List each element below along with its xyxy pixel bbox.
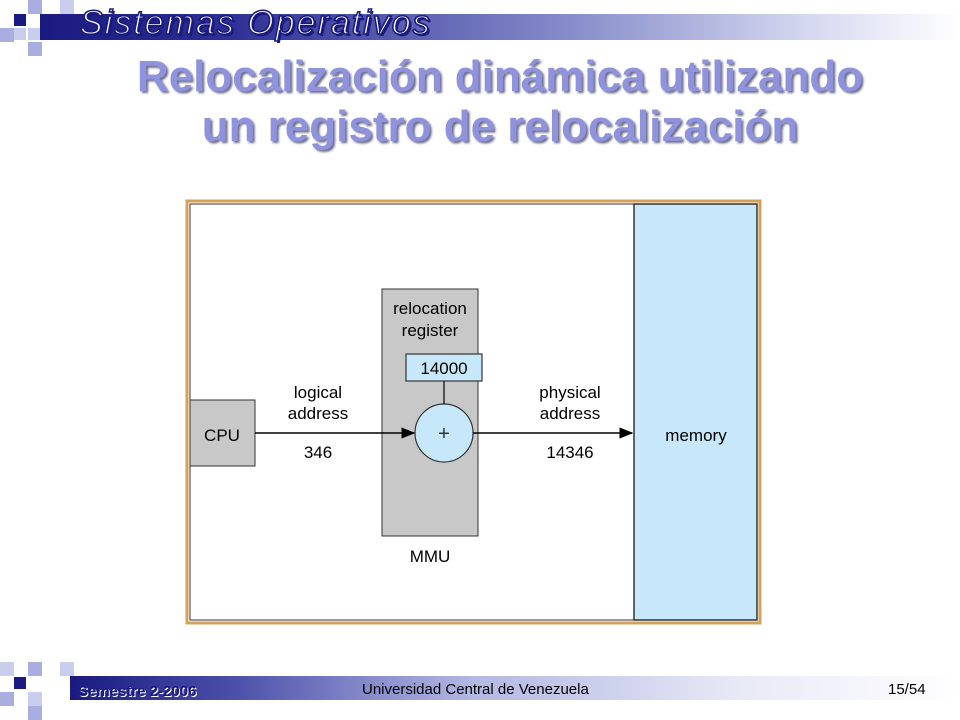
decor-square [0,662,14,676]
decor-square [60,662,74,676]
decor-square [28,0,42,14]
logical-label-line2: address [288,404,348,423]
decor-square [14,677,26,689]
slide-title-line1: Relocalización dinámica utilizando [136,52,864,101]
adder-symbol: + [438,423,450,445]
decor-square [14,28,26,40]
memory-label: memory [665,426,727,445]
reloc-value: 14000 [420,359,467,378]
reloc-value-box [405,353,483,382]
cpu-label: CPU [204,426,240,445]
reloc-label-line2: register [402,321,459,340]
header-title: Sistemas Operativos [79,3,432,43]
decor-square [0,28,14,42]
footer-semester: Semestre 2-2006 [78,683,197,700]
footer-page-number: 15/54 [888,681,926,698]
memory-box [633,203,758,621]
physical-label-line1: physical [539,383,600,402]
decor-square [0,692,14,706]
footer-bar [70,676,960,700]
slide-title: Relocalización dinámica utilizando un re… [40,52,960,152]
decor-square [60,0,74,14]
decor-square [28,28,40,40]
footer-university: Universidad Central de Venezuela [362,681,589,698]
decor-square [28,662,42,676]
header-bar [40,14,960,40]
logical-value: 346 [304,443,332,462]
reloc-label-line1: relocation [393,299,467,318]
decor-square [28,692,42,706]
physical-value: 14346 [546,443,593,462]
slide-title-line2: un registro de relocalización [201,102,799,151]
decor-square [28,706,42,720]
decor-square [28,42,42,56]
cpu-box [189,399,256,467]
decor-square [14,14,26,26]
physical-label-line2: address [540,404,600,423]
mmu-label: MMU [410,547,451,566]
logical-label-line1: logical [294,383,342,402]
